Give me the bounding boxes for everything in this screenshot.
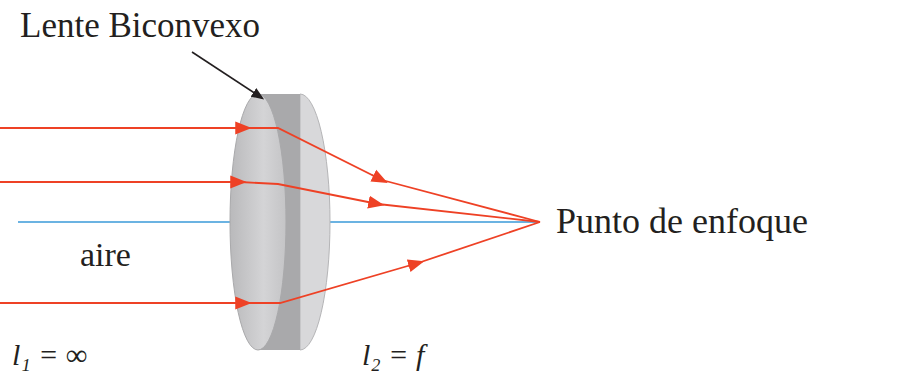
object-distance: l₁ = ∞ <box>12 340 87 370</box>
biconvex-lens <box>230 94 330 350</box>
medium-label: aire <box>80 238 131 272</box>
leader-arrow <box>192 52 262 98</box>
part-name: Lente Biconvexo <box>20 8 260 43</box>
light-rays <box>0 128 540 303</box>
image-distance: l₂ = f <box>362 340 424 370</box>
focal-point-label: Punto de enfoque <box>556 203 808 239</box>
